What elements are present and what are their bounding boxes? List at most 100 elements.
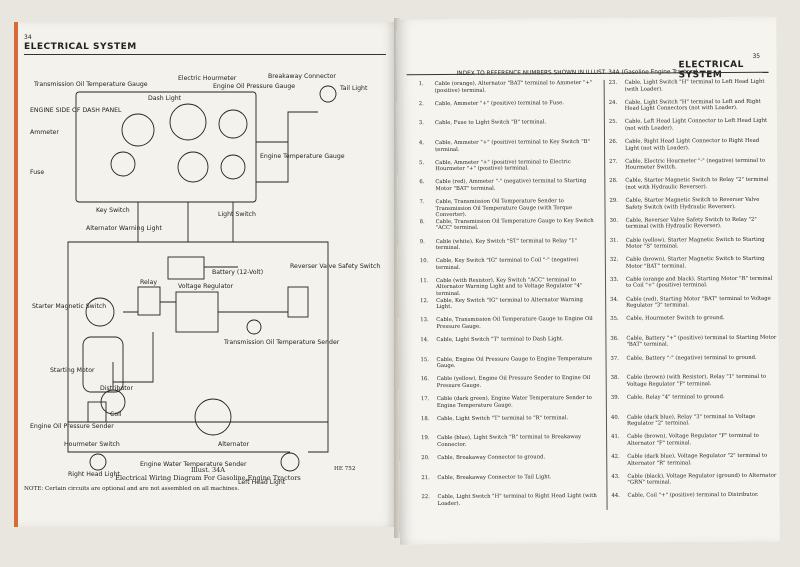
entry-text: Cable, Light Switch "T" terminal to "R" … <box>436 414 569 422</box>
right-page-number: 35 <box>752 52 761 60</box>
entry-number: 23. <box>608 79 618 86</box>
index-entry: 14.Cable, Light Switch "T" terminal to D… <box>420 336 600 357</box>
entry-text: Cable, Key Switch "IG" terminal to Alter… <box>436 296 583 311</box>
index-entry: 37.Cable, Battery "-" (negative) termina… <box>611 354 777 375</box>
entry-text: Cable, Ammeter "+" (positive) terminal t… <box>435 139 590 153</box>
index-entry: 34.Cable (red), Starting Motor "BAT" ter… <box>610 295 776 316</box>
label-hourmeter-switch: Hourmeter Switch <box>64 441 120 448</box>
label-starter-magnetic: Starter Magnetic Switch <box>32 303 106 310</box>
label-trans-gauge: Transmission Oil Temperature Gauge <box>33 81 148 88</box>
entry-number: 12. <box>420 297 429 304</box>
left-page-header: ELECTRICAL SYSTEM <box>24 42 137 52</box>
entry-text: Cable (orange and black), Starting Motor… <box>625 275 773 290</box>
index-entry: 18. Cable, Light Switch "T" terminal to "… <box>421 415 601 436</box>
index-entry: 27.Cable, Electric Hourmeter "-" (negati… <box>609 157 775 178</box>
entry-text: Cable, Transmission Oil Temperature Send… <box>435 198 573 219</box>
entry-number: 30. <box>609 217 619 224</box>
label-fuse: Fuse <box>30 169 44 176</box>
entry-number: 19. <box>421 435 430 442</box>
entry-number: 18. <box>420 415 430 422</box>
index-entry: 39.Cable, Relay "4" terminal to ground. <box>611 394 777 415</box>
entry-text: Cable, Starter Magnetic Switch to Relay … <box>625 177 769 191</box>
index-column-left: 1.Cable (orange), Alternator "BAT" termi… <box>419 80 602 514</box>
entry-text: Cable, Light Switch "H" terminal to Righ… <box>437 493 597 507</box>
entry-number: 3. <box>418 120 424 127</box>
entry-text: Cable, Battery "+" (positive) terminal t… <box>626 334 777 349</box>
caption-line2: Electrical Wiring Diagram For Gasoline E… <box>115 474 301 482</box>
index-entry: 12. Cable, Key Switch "IG" terminal to Al… <box>420 296 600 317</box>
index-title: INDEX TO REFERENCE NUMBERS SHOWN IN ILLU… <box>456 69 698 77</box>
entry-number: 32. <box>609 256 619 264</box>
entry-text: Cable (yellow), Engine Oil Pressure Send… <box>436 375 591 389</box>
entry-number: 43. <box>611 473 620 480</box>
entry-text: Cable, Transmission Oil Temperature Gaug… <box>435 217 594 232</box>
entry-number: 1. <box>418 81 424 88</box>
entry-text: Cable (red), Starting Motor "BAT" termin… <box>626 295 771 309</box>
entry-number: 22. <box>421 494 430 501</box>
entry-text: Cable (dark green), Engine Water Tempera… <box>436 394 592 409</box>
left-page-number: 34 <box>24 34 32 41</box>
entry-number: 39. <box>610 394 620 401</box>
entry-text: Cable, Left Head Light Connector to Left… <box>624 118 768 132</box>
label-trans-sender: Transmission Oil Temperature Sender <box>223 339 340 346</box>
label-water-sender: Engine Water Temperature Sender <box>140 461 247 468</box>
entry-number: 8. <box>419 218 425 225</box>
entry-text: Cable, Battery "-" (negative) terminal t… <box>626 354 757 362</box>
index-entry: 29.Cable, Starter Magnetic Switch to Rev… <box>609 197 775 218</box>
index-entry: 33.Cable (orange and black), Starting Mo… <box>610 276 776 297</box>
entry-number: 9. <box>419 238 425 245</box>
label-ammeter: Ammeter <box>30 129 59 136</box>
entry-text: Cable (blue), Light Switch "R" terminal … <box>437 434 582 448</box>
entry-text: Cable (yellow), Starter Magnetic Switch … <box>625 236 765 250</box>
wiring-diagram: Transmission Oil Temperature Gauge Elect… <box>30 73 380 486</box>
entry-number: 4. <box>419 140 425 147</box>
entry-number: 40. <box>610 414 620 421</box>
label-key-switch: Key Switch <box>96 207 130 214</box>
index-entry: 9. Cable (white), Key Switch "ST" termina… <box>420 237 600 258</box>
label-tail-light: Tail Light <box>339 85 368 92</box>
index-entry: 41.Cable (brown), Voltage Regulator "F" … <box>611 433 777 454</box>
index-entry: 20.Cable, Breakaway Connector to ground. <box>421 454 601 475</box>
label-relay: Relay <box>140 279 157 286</box>
index-entry: 31.Cable (yellow), Starter Magnetic Swit… <box>610 236 776 257</box>
entry-number: 28. <box>609 178 618 185</box>
entry-number: 15. <box>420 356 430 363</box>
index-entry: 23. Cable, Light Switch "H" terminal to L… <box>609 79 775 100</box>
index-entry: 8. Cable, Transmission Oil Temperature Ga… <box>420 218 600 239</box>
index-entry: 11.Cable (with Resistor), Key Switch "AC… <box>420 277 600 298</box>
label-left-head: Left Head Light <box>238 479 286 486</box>
label-engine-oil-gauge: Engine Oil Pressure Gauge <box>213 83 295 90</box>
label-battery: Battery (12-Volt) <box>212 269 263 276</box>
entry-number: 7. <box>419 199 425 206</box>
entry-number: 6. <box>419 179 425 186</box>
entry-text: Cable (white), Key Switch "ST" terminal … <box>435 237 578 252</box>
entry-text: Cable, Light Switch "H" terminal to Left… <box>624 78 765 93</box>
index-entry: 4. Cable, Ammeter "+" (positive) terminal… <box>419 139 599 160</box>
label-elec-hourmeter: Electric Hourmeter <box>178 75 237 82</box>
entry-text: Cable (red), Ammeter "-" (negative) term… <box>435 178 587 193</box>
index-entry: 38.Cable (brown) (with Resistor), Relay … <box>611 374 777 395</box>
entry-text: Cable (black), Voltage Regulator (ground… <box>627 472 777 486</box>
entry-text: Cable (brown), Voltage Regulator "F" ter… <box>627 433 759 447</box>
index-entry: 17.Cable (dark green), Engine Water Temp… <box>421 395 601 416</box>
entry-text: Cable (with Resistor), Key Switch "ACC" … <box>435 276 583 297</box>
entry-number: 10. <box>419 258 429 265</box>
entry-number: 2. <box>418 100 424 107</box>
caption-line1: Illust. 34A <box>191 466 225 474</box>
entry-text: Cable, Electric Hourmeter "-" (negative)… <box>625 157 766 171</box>
entry-text: Cable, Reverser Valve Safety Switch to R… <box>625 216 757 231</box>
entry-number: 5. <box>419 159 425 166</box>
index-entry: 15. Cable, Engine Oil Pressure Gauge to E… <box>421 356 601 377</box>
index-column-right: 23. Cable, Light Switch "H" terminal to L… <box>609 79 778 513</box>
index-entry: 21.Cable, Breakaway Connector to Tail Li… <box>421 474 601 495</box>
entry-text: Cable, Engine Oil Pressure Gauge to Engi… <box>436 355 593 370</box>
label-engine-side: ENGINE SIDE OF DASH PANEL <box>30 107 122 114</box>
entry-text: Cable, Ammeter "+" (positive) terminal t… <box>434 99 564 107</box>
entry-number: 16. <box>420 376 430 383</box>
entry-text: Cable, Breakaway Connector to Tail Light… <box>437 474 552 481</box>
entry-text: Cable, Key Switch "IG" terminal to Coil … <box>435 257 579 271</box>
index-entry: 44.Cable, Coil "+" (positive) terminal t… <box>611 492 777 513</box>
label-alternator: Alternator <box>218 441 250 448</box>
index-entry: 13.Cable, Transmission Oil Temperature G… <box>420 316 600 337</box>
index-entry: 10. Cable, Key Switch "IG" terminal to Co… <box>420 257 600 278</box>
